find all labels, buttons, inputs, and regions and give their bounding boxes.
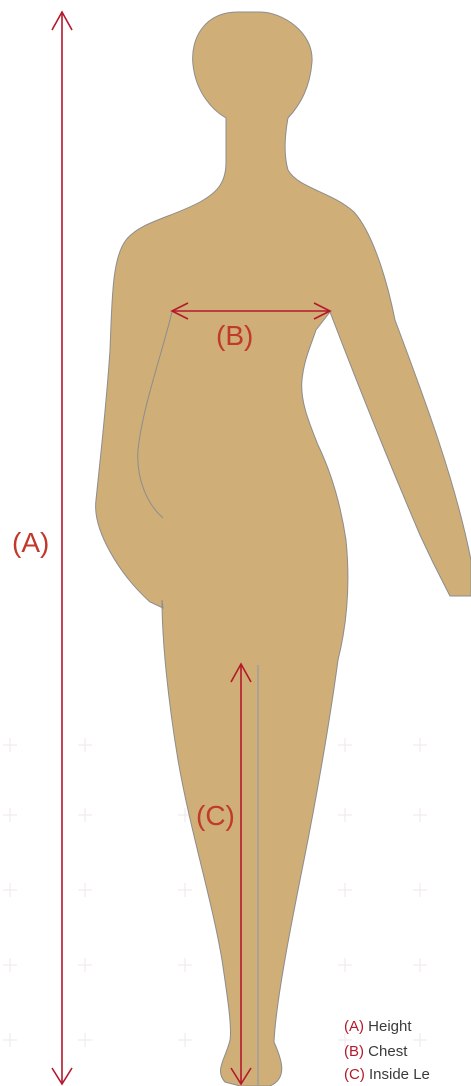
grid-cross-mark <box>178 1033 192 1047</box>
grid-cross-mark <box>3 883 17 897</box>
grid-cross-mark <box>413 808 427 822</box>
grid-cross-mark <box>413 738 427 752</box>
grid-cross-mark <box>413 958 427 972</box>
grid-cross-mark <box>338 883 352 897</box>
grid-cross-mark <box>338 738 352 752</box>
grid-cross-mark <box>78 958 92 972</box>
grid-cross-mark <box>413 883 427 897</box>
legend-text: Height <box>368 1018 411 1035</box>
grid-cross-mark <box>3 1033 17 1047</box>
legend-text: Inside Le <box>369 1066 430 1083</box>
legend-key: (A) <box>344 1018 364 1035</box>
height-measure-line <box>52 12 72 1084</box>
leg-marker-label: (C) <box>196 800 235 831</box>
legend-item-chest: (B) Chest <box>344 1043 407 1061</box>
grid-cross-mark <box>178 883 192 897</box>
grid-cross-mark <box>3 808 17 822</box>
legend-key: (C) <box>344 1066 365 1083</box>
figure-body <box>96 12 471 1086</box>
grid-cross-mark <box>338 808 352 822</box>
height-marker-label: (A) <box>12 527 49 558</box>
legend-key: (B) <box>344 1043 364 1060</box>
chest-marker-label: (B) <box>216 320 253 351</box>
grid-cross-mark <box>413 1033 427 1047</box>
grid-cross-mark <box>178 958 192 972</box>
grid-cross-mark <box>78 738 92 752</box>
legend-item-height: (A) Height <box>344 1018 412 1036</box>
grid-cross-mark <box>3 958 17 972</box>
legend-item-inside-leg: (C) Inside Le <box>344 1066 430 1084</box>
grid-cross-mark <box>3 738 17 752</box>
human-silhouette-icon <box>96 12 471 1086</box>
grid-cross-mark <box>78 883 92 897</box>
legend-text: Chest <box>368 1043 407 1060</box>
grid-cross-mark <box>78 1033 92 1047</box>
grid-cross-mark <box>78 808 92 822</box>
grid-cross-mark <box>338 958 352 972</box>
